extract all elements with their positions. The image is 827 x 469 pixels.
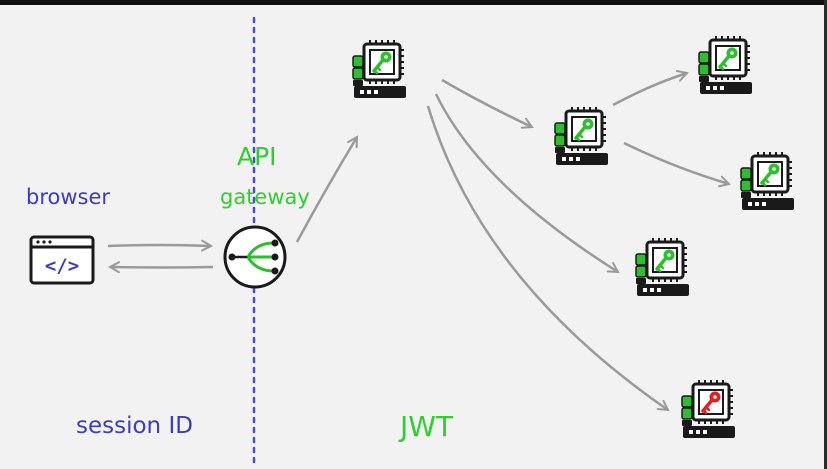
browser-label: browser	[26, 185, 111, 209]
arrow-server-2-to-server-3	[612, 73, 687, 107]
api-gateway-icon	[223, 225, 287, 289]
server-1-icon	[351, 38, 408, 100]
server-2-icon	[553, 105, 610, 167]
server-5-icon	[634, 236, 691, 298]
right-border	[824, 0, 827, 469]
browser-icon: </>	[29, 235, 95, 285]
arrow-gateway-to-server-1	[295, 137, 359, 243]
arrow-gateway-to-browser	[110, 267, 214, 268]
session-id-label: session ID	[76, 413, 193, 439]
arrow-server-1-to-server-4	[434, 93, 618, 272]
api-gateway-label-line2: gateway	[220, 185, 310, 209]
servers	[351, 34, 796, 440]
jwt-label: JWT	[400, 410, 454, 443]
arrow-server-1-to-server-6	[426, 105, 668, 410]
arrow-server-2-to-server-5	[623, 141, 729, 184]
top-border	[0, 0, 827, 5]
code-glyph: </>	[45, 255, 79, 277]
server-3-icon	[697, 34, 754, 96]
api-gateway-label-line1: API	[237, 142, 277, 171]
server-4-icon	[739, 150, 796, 212]
server-6-icon	[680, 378, 737, 440]
arrow-browser-to-gateway	[107, 245, 211, 246]
arrow-server-1-to-server-2	[441, 78, 532, 127]
